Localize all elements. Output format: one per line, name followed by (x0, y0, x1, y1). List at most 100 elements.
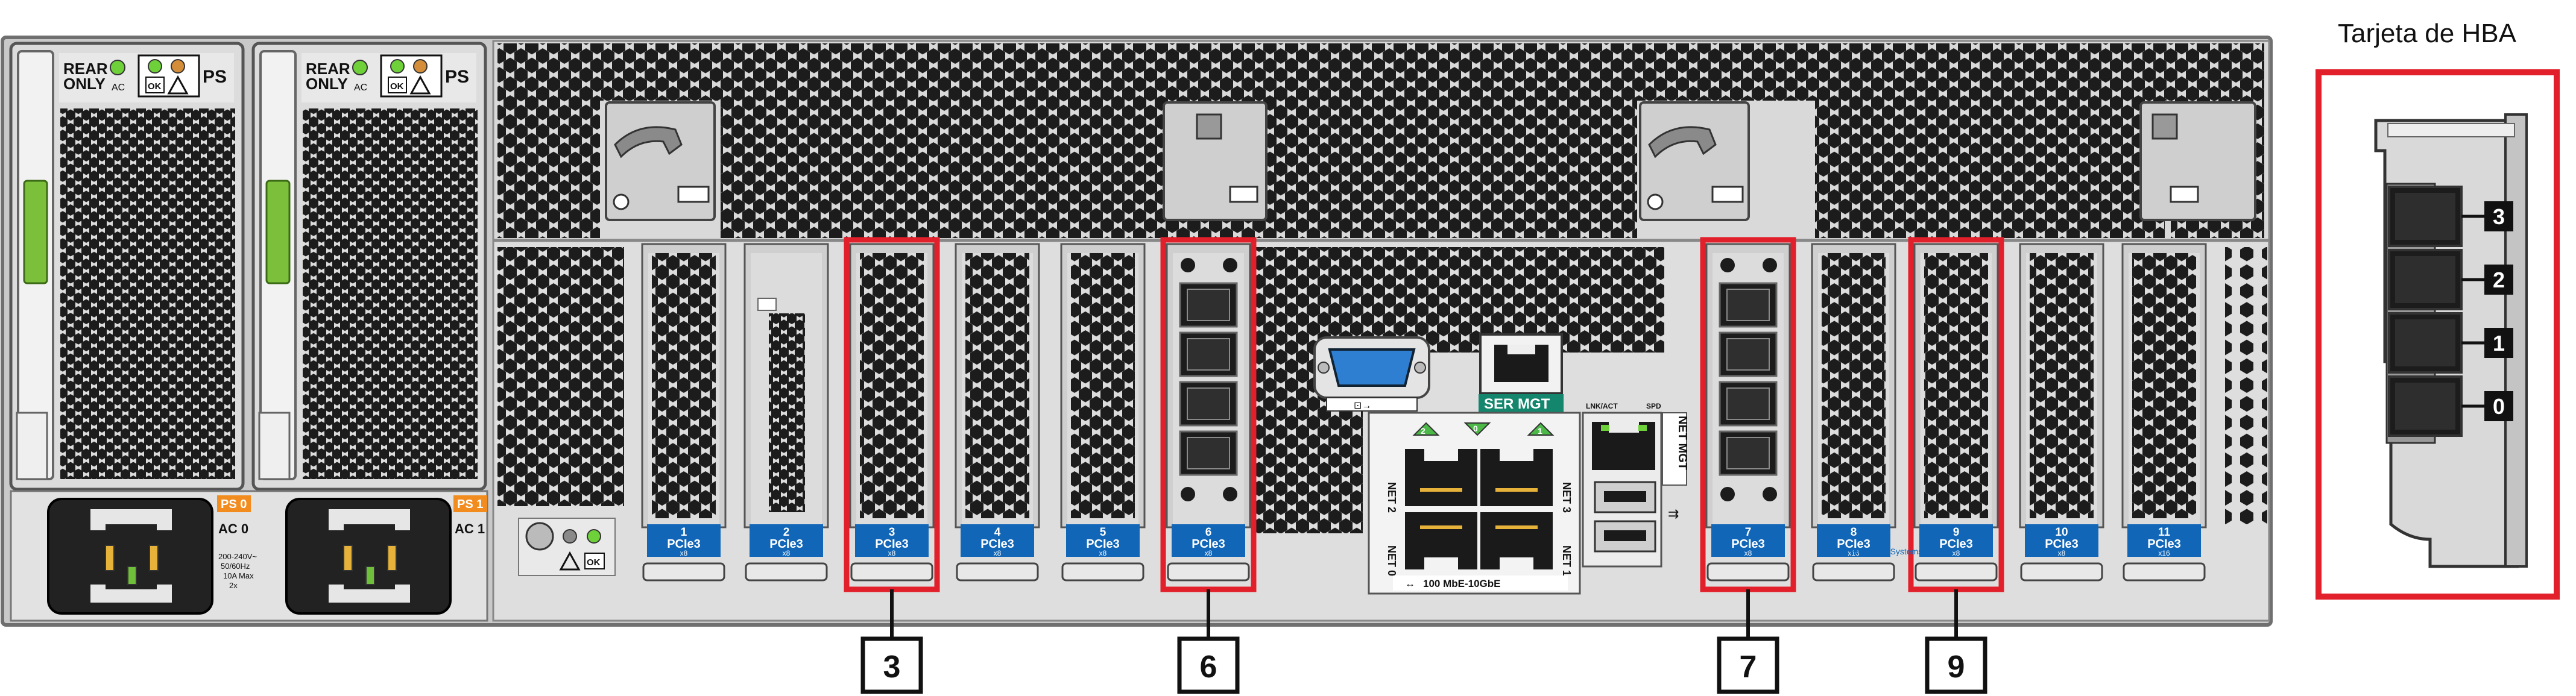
fan-latch-right-2[interactable] (2139, 101, 2256, 221)
psu1-ok-led (390, 59, 405, 74)
slot-width: x8 (994, 549, 1002, 557)
slot-type: PCIe3 (1837, 538, 1870, 551)
usb-port-0[interactable] (1594, 481, 1656, 513)
ac-inlet-1[interactable] (285, 498, 452, 615)
rating-line-3: 10A Max (223, 571, 254, 580)
net-top-num-0: 0 (1473, 424, 1478, 433)
ser-mgt-port[interactable]: SER MGT (1479, 333, 1564, 413)
slot-type: PCIe3 (2045, 538, 2079, 551)
slot-label-bg (1066, 524, 1140, 557)
slot-latch[interactable] (2020, 562, 2103, 582)
vga-port[interactable]: ⊡→ (1313, 336, 1430, 412)
slot-latch[interactable] (642, 562, 725, 582)
locator-button[interactable] (525, 522, 554, 551)
slot-type: PCIe3 (875, 538, 909, 551)
vga-icon: ⊡→ (1354, 401, 1371, 411)
slot-number: 6 (1205, 526, 1212, 539)
slot-number: 10 (2055, 526, 2068, 539)
fan-latch-right[interactable] (1639, 101, 1750, 221)
net-2-label: NET 2 (1386, 482, 1398, 513)
slot-vent-alt (769, 313, 805, 512)
usb-port-1[interactable] (1594, 520, 1656, 553)
slot-number: 1 (681, 526, 687, 539)
status-ok-text: OK (587, 557, 601, 568)
hba-port-opening (2395, 193, 2455, 240)
callout-3: 3 (860, 589, 923, 694)
system-status-panel: OK (518, 518, 616, 576)
net-top-num-2: 2 (1421, 426, 1425, 436)
psu0-fault-led (171, 59, 185, 74)
ac-inlet-0[interactable] (47, 498, 213, 615)
fan-latch-left-2[interactable] (1163, 101, 1267, 221)
slot-type: PCIe3 (1192, 538, 1225, 551)
hba-title: Tarjeta de HBA (2338, 19, 2517, 48)
hba-port-opening (1187, 289, 1230, 321)
slot-latch[interactable] (1167, 562, 1250, 582)
rating-line-2: 50/60Hz (221, 562, 250, 571)
psu1-warning-icon (409, 75, 431, 95)
hba-port-badge (2484, 265, 2513, 295)
slot-width: x8 (1205, 549, 1213, 557)
slot-number: 2 (783, 526, 790, 539)
slot-type: PCIe3 (667, 538, 701, 551)
net-1-port[interactable] (1480, 512, 1553, 569)
psu1-rear-text-2: ONLY (306, 75, 348, 93)
vent-hole (1720, 258, 1735, 272)
callout-box (860, 636, 923, 694)
fan-latch-left[interactable] (605, 101, 716, 221)
callout-number: 7 (1740, 650, 1757, 685)
net-3-port[interactable] (1480, 449, 1553, 506)
slot-latch[interactable] (850, 562, 933, 582)
slot-latch[interactable] (1812, 562, 1895, 582)
psu0-ac-text: AC (112, 83, 125, 93)
hba-port-opening (1726, 338, 1770, 371)
hba-port-3: 3 (2388, 186, 2513, 247)
psu1-ac-text: AC (354, 83, 367, 93)
net-mgt-usb-block: LNK/ACT SPD NET MGT ⇉ (1582, 402, 1689, 568)
slot-width: x16 (1848, 549, 1860, 557)
psu0-ok-text: OK (148, 81, 162, 92)
slot-latch[interactable] (1061, 562, 1144, 582)
hba-port-1: 1 (2388, 312, 2513, 374)
psu0-labels: REAR ONLY AC OK PS (63, 54, 227, 98)
power-supply-1 (251, 42, 487, 491)
hba-port-opening (1187, 437, 1230, 469)
network-ports: NET 2 NET 0 NET 3 NET 1 2 0 1 ↔ 100 MbE-… (1368, 412, 1581, 595)
slot-latch[interactable] (2123, 562, 2206, 582)
net-0-port[interactable] (1405, 512, 1477, 569)
hba-port-number: 2 (2493, 268, 2505, 292)
hba-port-0: 0 (2388, 375, 2513, 437)
net-footer-label: 100 MbE-10GbE (1423, 578, 1501, 589)
slot-vent-alt (1071, 253, 1135, 518)
net-2-port[interactable] (1405, 449, 1477, 506)
callout-box (1925, 636, 1987, 694)
ac1-text: AC 1 (455, 521, 485, 536)
slot-number: 8 (1851, 526, 1857, 539)
slot-label-bg (1919, 524, 1993, 557)
net-footer-arrow: ↔ (1405, 578, 1415, 589)
slot-label-bg (1172, 524, 1245, 557)
psu1-ok-text: OK (390, 81, 404, 92)
callout-7: 7 (1717, 589, 1779, 694)
usb-icon: ⇉ (1668, 506, 1679, 521)
slot-latch[interactable] (1706, 562, 1790, 582)
slot-latch[interactable] (745, 562, 828, 582)
slot-latch[interactable] (956, 562, 1039, 582)
psu0-warning-icon (167, 75, 189, 95)
net-mgt-port[interactable] (1592, 422, 1655, 470)
slot-vent-alt (1822, 253, 1886, 518)
slot-latch[interactable] (1915, 562, 1998, 582)
slot-label-bg (750, 524, 823, 557)
